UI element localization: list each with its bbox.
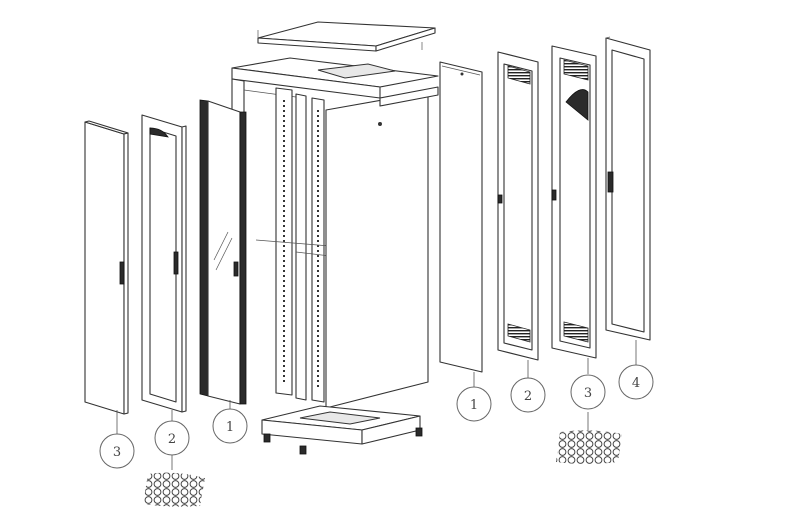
- leader-lines: [116, 340, 637, 434]
- door-handle-icon: [119, 261, 125, 285]
- svg-text:2: 2: [524, 389, 532, 404]
- svg-text:2: 2: [168, 432, 176, 447]
- svg-text:4: 4: [632, 376, 640, 391]
- ventilation-grille-icon: [507, 323, 531, 343]
- svg-text:3: 3: [113, 445, 121, 460]
- callout-right-2: 2: [510, 377, 546, 413]
- ventilation-grille-icon: [507, 65, 531, 85]
- callout-left-3: 3: [99, 433, 135, 469]
- door-handle-icon: [173, 251, 179, 275]
- right-door-vented-glass: [551, 45, 597, 359]
- honeycomb-mesh-swatch-right: [556, 412, 622, 464]
- svg-text:3: 3: [584, 386, 592, 401]
- left-door-glass: [199, 99, 247, 405]
- svg-text:1: 1: [470, 398, 478, 413]
- cabinet-frame: [231, 57, 439, 409]
- door-handle-icon: [233, 261, 239, 277]
- right-door-solid: [439, 61, 483, 373]
- svg-text:1: 1: [226, 420, 234, 435]
- door-handle-icon: [607, 171, 614, 193]
- left-door-solid: [84, 120, 129, 415]
- right-door-vented: [497, 51, 539, 361]
- right-door-glass-frame: [605, 36, 651, 341]
- callout-right-3: 3: [570, 374, 606, 410]
- top-cover: [257, 21, 436, 52]
- callout-left-1: 1: [212, 408, 248, 444]
- callout-right-1: 1: [456, 386, 492, 422]
- cabinet-base: [261, 405, 423, 455]
- ventilation-grille-icon: [563, 59, 589, 81]
- callout-right-4: 4: [618, 364, 654, 400]
- callout-left-2: 2: [154, 420, 190, 456]
- left-door-perforated: [141, 114, 187, 413]
- ventilation-grille-icon: [563, 321, 589, 343]
